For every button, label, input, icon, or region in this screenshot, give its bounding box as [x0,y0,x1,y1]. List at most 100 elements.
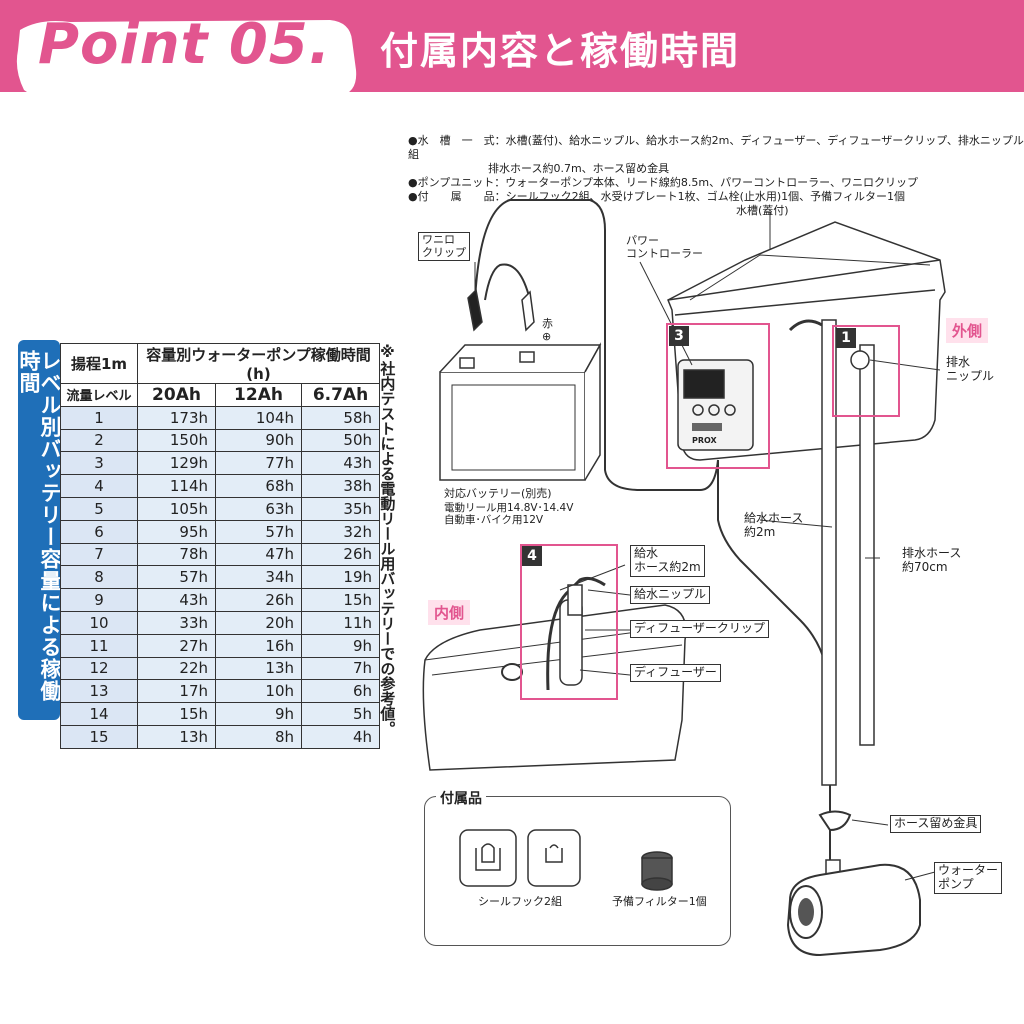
table-header-capacity: 容量別ウォーターポンプ稼働時間(h) [137,343,380,384]
header-cloud-shape [16,20,357,116]
label-wani-clip: ワニロ クリップ [418,232,470,262]
cell-runtime: 26h [215,588,302,612]
cell-level: 7 [60,542,138,567]
cell-runtime: 63h [215,496,302,521]
cell-runtime: 22h [137,656,216,681]
cell-runtime: 7h [301,656,380,681]
cell-runtime: 5h [301,702,380,726]
cell-runtime: 27h [137,633,216,658]
cell-runtime: 95h [137,519,216,544]
cell-runtime: 13h [137,724,216,749]
cell-runtime: 90h [215,428,302,453]
cell-runtime: 38h [301,474,380,498]
label-hose-clamp: ホース留め金具 [890,815,982,833]
controller-brand: PROX [692,436,717,445]
table-header-6-7ah: 6.7Ah [301,383,380,407]
cell-level: 2 [60,428,138,453]
cell-runtime: 11h [301,610,380,635]
label-red-plus: 赤 ⊕ [542,317,553,343]
label-drain-hose: 排水ホース 約70cm [902,546,962,574]
label-outside: 外側 [946,318,989,343]
cell-level: 9 [60,588,138,612]
cell-runtime: 68h [215,474,302,498]
callout-number-1: 1 [836,328,856,348]
label-seal-hook: シールフック2組 [478,895,562,908]
label-battery-line2: 自動車･バイク用12V [444,514,544,526]
label-tank-lid: 水槽(蓋付) [736,204,789,217]
cell-runtime: 57h [137,565,216,590]
contents-notes: ●水 槽 一 式：水槽(蓋付)、給水ニップル、給水ホース約2m、ディフューザー、… [408,134,1024,204]
cell-runtime: 6h [301,679,380,704]
label-drain-nipple: 排水 ニップル [946,355,995,383]
table-header-20ah: 20Ah [137,383,216,407]
label-battery-title: 対応バッテリー(別売) [444,487,552,500]
note-tank-set-cont: 排水ホース約0.7m、ホース留め金具 [488,162,670,176]
vertical-reference-text: ※社内テストによる電動リール用バッテリーでの参考値。 [378,343,397,736]
cell-level: 15 [60,724,138,749]
cell-runtime: 9h [301,633,380,658]
cell-runtime: 10h [215,679,302,704]
note-pump-unit: ●ポンプユニット：ウォーターポンプ本体、リード線約8.5m、パワーコントローラー… [408,176,919,190]
label-feed-hose-left: 給水 ホース約2m [630,545,705,577]
cell-runtime: 15h [301,588,380,612]
cell-runtime: 129h [137,451,216,476]
table-header-12ah: 12Ah [215,383,302,407]
cell-runtime: 78h [137,542,216,567]
accessories-panel [424,796,731,946]
cell-level: 10 [60,610,138,635]
cell-runtime: 57h [215,519,302,544]
table-header-level: 流量レベル [60,383,138,407]
cell-runtime: 34h [215,565,302,590]
cell-runtime: 19h [301,565,380,590]
label-diffuser: ディフューザー [630,664,721,682]
callout-box-4 [520,544,618,700]
cell-level: 13 [60,679,138,704]
cell-runtime: 104h [215,405,302,430]
label-power-controller: パワー コントローラー [626,234,703,260]
cell-runtime: 77h [215,451,302,476]
cell-level: 11 [60,633,138,658]
cell-runtime: 9h [215,702,302,726]
cell-runtime: 20h [215,610,302,635]
cell-level: 5 [60,496,138,521]
note-tank-set: ●水 槽 一 式：水槽(蓋付)、給水ニップル、給水ホース約2m、ディフューザー、… [408,134,1024,162]
accessories-title: 付属品 [436,788,486,808]
cell-runtime: 47h [215,542,302,567]
callout-box-3 [666,323,770,469]
cell-level: 8 [60,565,138,590]
cell-runtime: 32h [301,519,380,544]
side-vertical-label: レベル別バッテリー容量による稼働時間 [17,340,62,720]
label-diffuser-clip: ディフューザークリップ [630,620,769,638]
cell-runtime: 114h [137,474,216,498]
cell-level: 1 [60,405,138,430]
label-water-pump: ウォーター ポンプ [934,862,1003,894]
cell-level: 14 [60,702,138,726]
cell-runtime: 8h [215,724,302,749]
callout-number-4: 4 [522,546,542,566]
label-feed-hose-right: 給水ホース 約2m [744,511,804,539]
label-spare-filter: 予備フィルター1個 [612,895,707,908]
cell-runtime: 150h [137,428,216,453]
table-header-head: 揚程1m [60,343,138,384]
cell-runtime: 35h [301,496,380,521]
cell-level: 12 [60,656,138,681]
cell-runtime: 17h [137,679,216,704]
cell-runtime: 33h [137,610,216,635]
cell-runtime: 58h [301,405,380,430]
